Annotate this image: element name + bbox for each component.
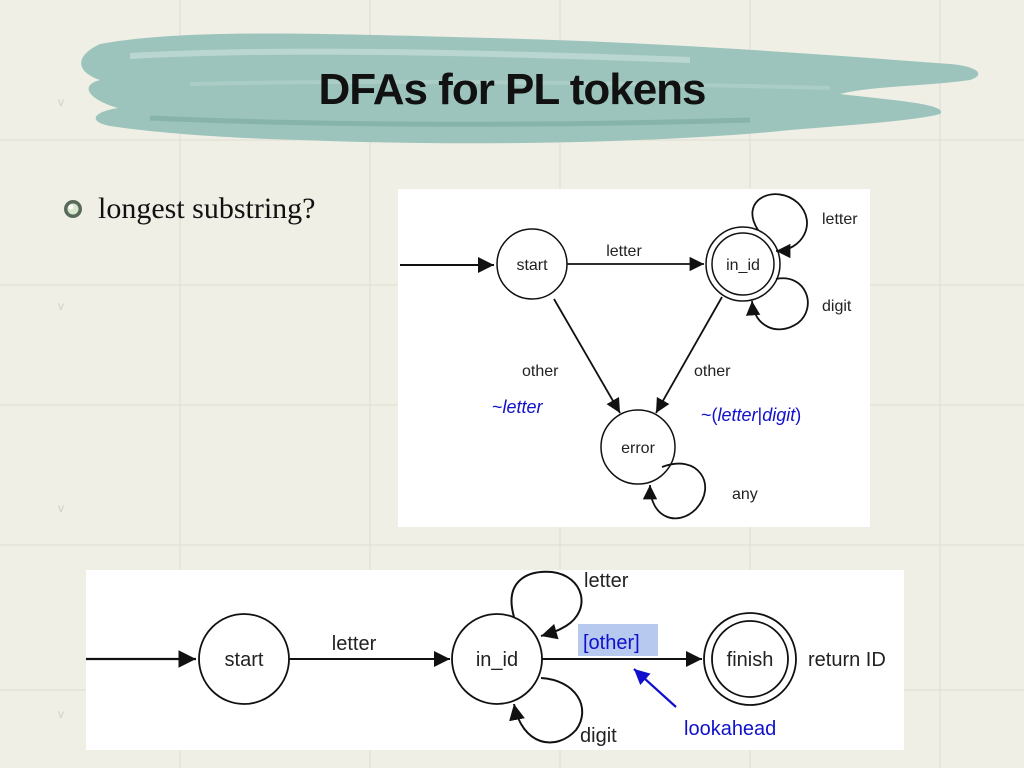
title-brush-stroke bbox=[81, 33, 979, 144]
top-loop-letter bbox=[751, 193, 808, 259]
svg-text:v: v bbox=[58, 299, 64, 313]
bullet-item: longest substring? bbox=[62, 192, 316, 226]
svg-text:v: v bbox=[58, 95, 64, 109]
top-loop-letter-label: letter bbox=[822, 211, 858, 228]
top-loop-digit-label: digit bbox=[822, 298, 852, 315]
annotation-not-letter: ~letter bbox=[492, 397, 544, 417]
top-state-start: start bbox=[496, 228, 568, 300]
dfa-diagram-bottom: start in_id finish letter letter digit [… bbox=[86, 570, 904, 750]
dfa-top-canvas: start in_id error letter letter digit ot… bbox=[400, 193, 858, 520]
top-loop-any bbox=[642, 462, 707, 520]
top-edge-start-error-label: other bbox=[522, 363, 559, 380]
bottom-loop-letter-label: letter bbox=[584, 570, 629, 592]
top-edge-in-id-error-label: other bbox=[694, 363, 731, 380]
bottom-state-finish-label: finish bbox=[727, 649, 774, 671]
bottom-state-start-label: start bbox=[225, 649, 264, 671]
top-loop-digit bbox=[745, 277, 809, 331]
top-edge-start-error bbox=[553, 298, 621, 414]
top-edge-in-id-error bbox=[655, 296, 723, 414]
bottom-loop-digit bbox=[509, 677, 584, 744]
top-loop-any-label: any bbox=[732, 486, 758, 503]
bottom-loop-digit-label: digit bbox=[580, 725, 617, 747]
bottom-state-in-id-label: in_id bbox=[476, 649, 518, 671]
bottom-state-start: start bbox=[198, 613, 290, 705]
top-edge-start-in-id-label: letter bbox=[606, 243, 642, 260]
bottom-state-in-id: in_id bbox=[451, 613, 543, 705]
bullet-ring-icon bbox=[64, 200, 82, 218]
top-state-error-label: error bbox=[621, 440, 655, 457]
slide-title: DFAs for PL tokens bbox=[318, 65, 706, 114]
dfa-diagram-top: start in_id error letter letter digit ot… bbox=[398, 189, 870, 527]
top-state-error: error bbox=[600, 409, 676, 485]
svg-text:v: v bbox=[58, 707, 64, 721]
bottom-state-finish: finish bbox=[703, 612, 797, 706]
bottom-edge-start-in-id-label: letter bbox=[332, 633, 377, 655]
annotation-not-letter-or-digit: ~(letter|digit) bbox=[701, 405, 801, 425]
top-state-in-id-label: in_id bbox=[726, 257, 760, 274]
bottom-loop-letter bbox=[510, 570, 583, 640]
top-state-in-id: in_id bbox=[705, 226, 781, 302]
bottom-edge-in-id-finish-label: [other] bbox=[583, 632, 640, 654]
other-highlight bbox=[578, 624, 658, 656]
top-state-start-label: start bbox=[516, 257, 548, 274]
lookahead-arrow bbox=[633, 668, 677, 708]
lookahead-label: lookahead bbox=[684, 718, 776, 740]
svg-text:v: v bbox=[58, 501, 64, 515]
bullet-text: longest substring? bbox=[98, 192, 316, 225]
return-id-label: return ID bbox=[808, 649, 886, 671]
dfa-bottom-canvas: start in_id finish letter letter digit [… bbox=[86, 570, 886, 747]
